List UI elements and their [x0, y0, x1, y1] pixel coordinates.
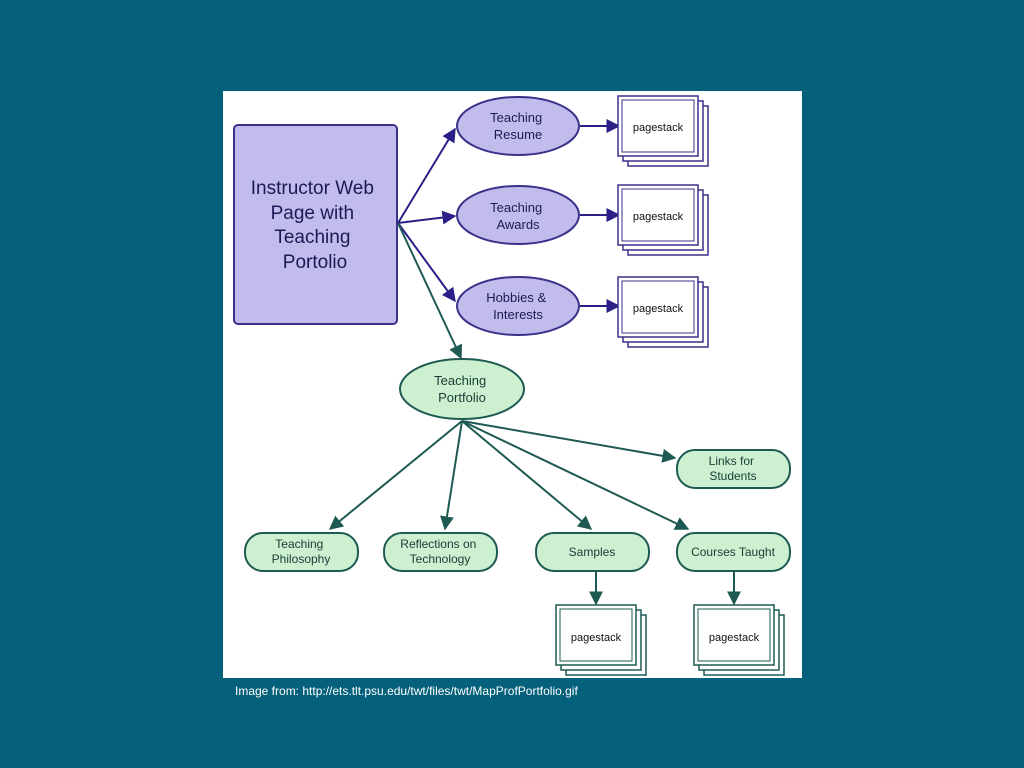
resume-label-line-2: Resume	[494, 127, 542, 142]
edge-portfolio-courses	[461, 420, 690, 530]
svg-text:Teaching Portfolio: Teaching Portfolio	[434, 373, 490, 405]
svg-text:Links for Students: Links for Students	[709, 454, 758, 483]
svg-text:Instructor Web Page wi: Instructor Web Page with Teaching Portol…	[251, 178, 379, 273]
pagestack-samples-label: pagestack	[571, 632, 622, 644]
hobbies-label-line-2: Interests	[493, 307, 543, 322]
pagestack-hobbies: pagestack	[617, 276, 709, 348]
portfolio-label-line-2: Portfolio	[438, 390, 486, 405]
edge-root-awards	[397, 210, 457, 225]
edge-root-hobbies	[397, 222, 456, 303]
node-hobbies-interests: Hobbies & Interests	[456, 276, 580, 336]
pagestack-courses: pagestack	[693, 604, 785, 676]
courses-label: Courses Taught	[691, 545, 775, 559]
edge-root-resume	[397, 127, 456, 224]
image-source-caption: Image from: http://ets.tlt.psu.edu/twt/f…	[235, 684, 578, 698]
edge-portfolio-philosophy	[328, 420, 463, 530]
concept-map-image: Instructor Web Page with Teaching Portol…	[223, 91, 802, 678]
node-courses-taught: Courses Taught	[676, 532, 791, 572]
portfolio-label-line-1: Teaching	[434, 373, 486, 388]
svg-text:Hobbies & Interests: Hobbies & Interests	[486, 290, 550, 322]
pagestack-hobbies-label: pagestack	[633, 303, 684, 315]
samples-label: Samples	[569, 545, 616, 559]
philosophy-label-line-1: Teaching	[275, 537, 323, 551]
edge-root-portfolio	[397, 222, 463, 360]
root-label-line-2: Page with	[271, 203, 354, 224]
node-teaching-portfolio: Teaching Portfolio	[399, 358, 525, 420]
pagestack-courses-label: pagestack	[709, 632, 760, 644]
edges-portfolio	[328, 420, 741, 606]
root-label-line-3: Teaching	[274, 227, 350, 248]
svg-text:Teaching Resume: Teaching Resume	[490, 110, 546, 142]
pagestack-awards-label: pagestack	[633, 211, 684, 223]
edge-portfolio-links	[461, 420, 677, 463]
pagestack-resume: pagestack	[617, 95, 709, 167]
svg-text:Teaching Philosophy: Teaching Philosophy	[272, 537, 331, 566]
pagestack-awards: pagestack	[617, 184, 709, 256]
hobbies-label-line-1: Hobbies &	[486, 290, 546, 305]
node-teaching-resume: Teaching Resume	[456, 96, 580, 156]
links-label-line-1: Links for	[709, 454, 754, 468]
node-teaching-awards: Teaching Awards	[456, 185, 580, 245]
awards-label-line-1: Teaching	[490, 200, 542, 215]
svg-text:Reflections on Technol: Reflections on Technology	[400, 537, 479, 566]
edges-pagestacks-purple	[580, 119, 621, 313]
node-links-for-students: Links for Students	[676, 449, 791, 489]
pagestack-samples: pagestack	[555, 604, 647, 676]
resume-label-line-1: Teaching	[490, 110, 542, 125]
edge-portfolio-samples	[461, 420, 593, 530]
root-label-line-4: Portolio	[283, 252, 347, 273]
node-reflections-on-technology: Reflections on Technology	[383, 532, 498, 572]
philosophy-label-line-2: Philosophy	[272, 552, 331, 566]
node-teaching-philosophy: Teaching Philosophy	[244, 532, 359, 572]
node-instructor-web-page: Instructor Web Page with Teaching Portol…	[233, 124, 398, 325]
edges-root	[397, 127, 463, 360]
pagestack-resume-label: pagestack	[633, 122, 684, 134]
node-samples: Samples	[535, 532, 650, 572]
links-label-line-2: Students	[709, 469, 756, 483]
reflections-label-line-2: Technology	[410, 552, 471, 566]
awards-label-line-2: Awards	[496, 217, 540, 232]
edge-portfolio-reflections	[440, 420, 463, 531]
reflections-label-line-1: Reflections on	[400, 537, 476, 551]
root-label-line-1: Instructor Web	[251, 178, 374, 199]
svg-text:Teaching Awards: Teaching Awards	[490, 200, 546, 232]
